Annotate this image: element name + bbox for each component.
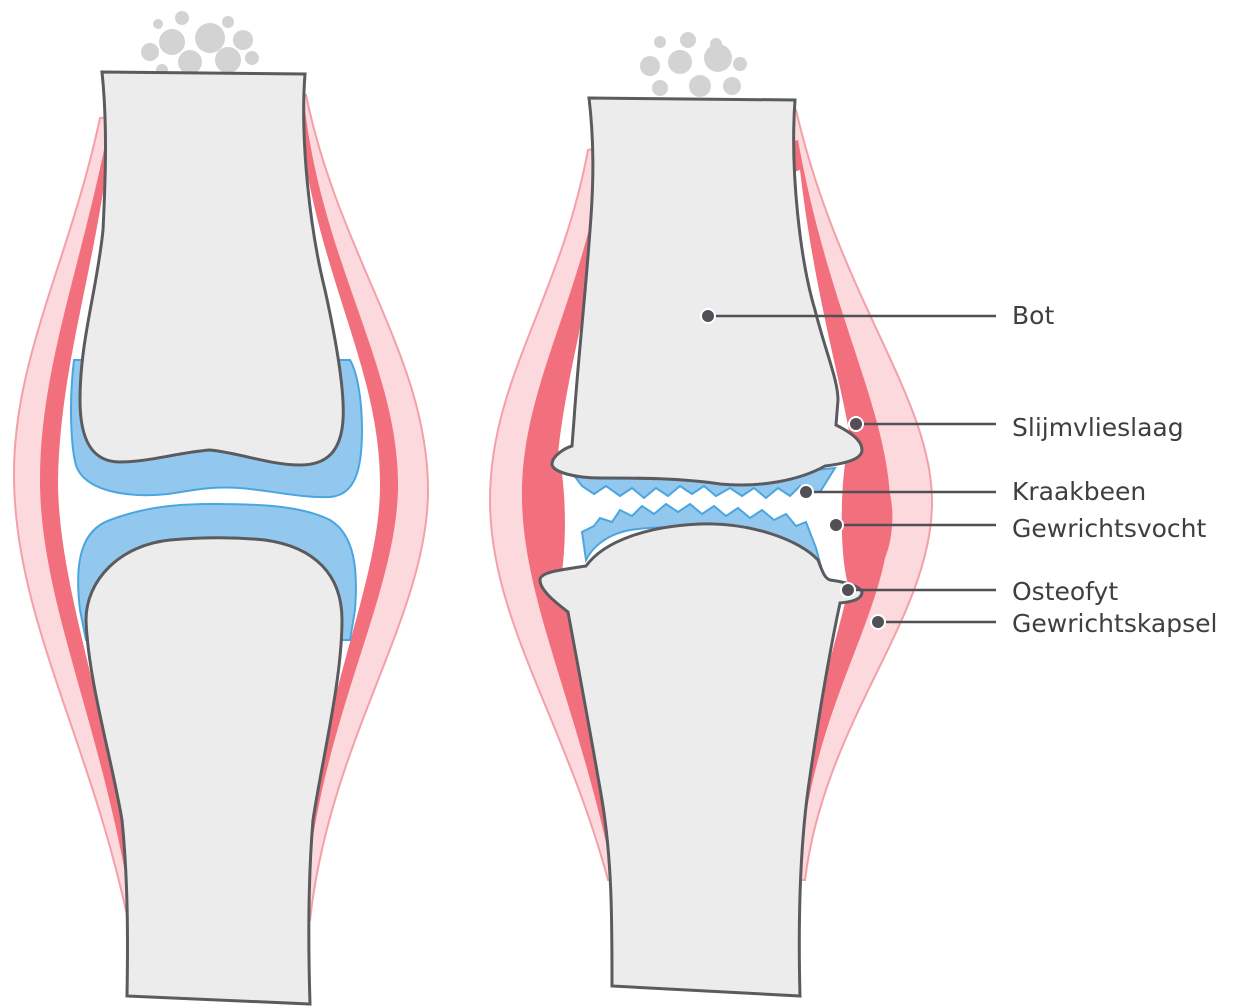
dot-synovial-membrane	[849, 417, 863, 431]
dot-bone	[701, 309, 715, 323]
label-synovial-fluid: Gewrichtsvocht	[1012, 514, 1207, 543]
bone-lower-left	[86, 538, 342, 1004]
label-bone: Bot	[1012, 301, 1054, 330]
label-cartilage: Kraakbeen	[1012, 477, 1146, 506]
label-joint-capsule: Gewrichtskapsel	[1012, 609, 1217, 638]
bone-upper-left	[80, 72, 343, 465]
marrow-bubbles-left	[141, 11, 259, 76]
healthy-joint	[14, 11, 428, 1004]
arthritic-joint	[490, 32, 932, 996]
dot-joint-capsule	[871, 615, 885, 629]
label-synovial-membrane: Slijmvlieslaag	[1012, 413, 1184, 442]
label-osteophyte: Osteofyt	[1012, 577, 1118, 606]
dot-osteophyte	[841, 583, 855, 597]
dot-cartilage	[799, 485, 813, 499]
marrow-bubbles-right	[640, 32, 747, 97]
dot-synovial-fluid	[829, 518, 843, 532]
